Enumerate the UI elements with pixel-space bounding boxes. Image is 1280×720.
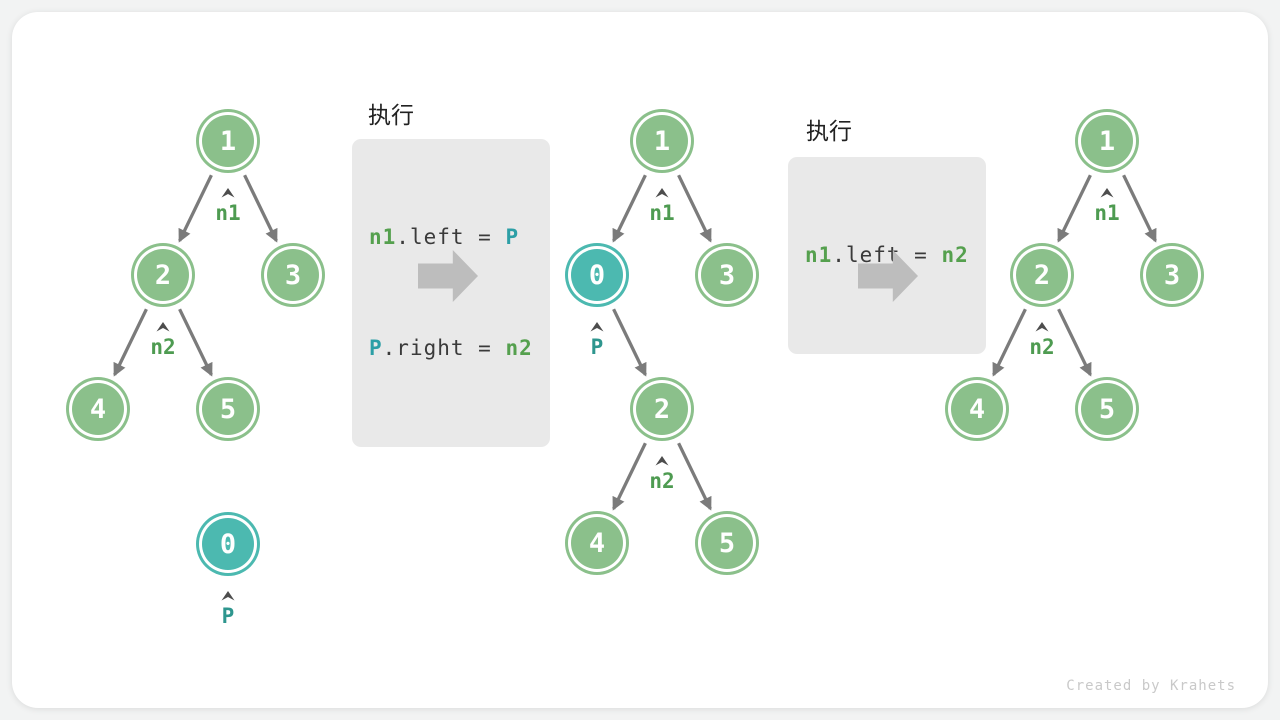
tree2-pointer-p: P: [590, 335, 604, 359]
tree1-node-1: 1: [202, 115, 254, 167]
tree1-node-0: 0: [202, 518, 254, 570]
caret-up-icon: [1100, 183, 1114, 198]
tree3-node-1: 1: [1081, 115, 1133, 167]
code-token-plain: .left =: [832, 243, 942, 267]
caret-up-icon: [655, 451, 669, 466]
code-token-plain: .right =: [382, 336, 506, 360]
tree3-pointer-n2: n2: [1029, 335, 1055, 359]
caret-up-icon: [1035, 317, 1049, 332]
execute-heading-2: 执行: [806, 119, 852, 145]
tree2-pointer-n1: n1: [649, 201, 675, 225]
code-token-n2: n2: [941, 243, 969, 267]
code-line-1: n1.left = P: [369, 219, 533, 256]
tree1-pointer-n2: n2: [150, 335, 176, 359]
caret-up-icon: [221, 183, 235, 198]
code-token-p: P: [505, 225, 520, 249]
execute-heading-1: 执行: [368, 103, 414, 129]
tree1-pointer-p: P: [221, 604, 235, 628]
code-token-n1: n1: [805, 243, 833, 267]
tree1-node-5: 5: [202, 383, 254, 435]
code-token-n1: n1: [369, 225, 397, 249]
tree2-node-5: 5: [701, 517, 753, 569]
tree1-pointer-n1: n1: [215, 201, 241, 225]
code-line-1: n1.left = n2: [805, 237, 969, 274]
tree1-node-2: 2: [137, 249, 189, 301]
tree2-node-0: 0: [571, 249, 623, 301]
watermark-credit: Created by Krahets: [1066, 678, 1236, 694]
tree2-node-1: 1: [636, 115, 688, 167]
caret-up-icon: [655, 183, 669, 198]
tree2-pointer-n2: n2: [649, 469, 675, 493]
tree3-node-5: 5: [1081, 383, 1133, 435]
code-token-plain: .left =: [396, 225, 506, 249]
caret-up-icon: [156, 317, 170, 332]
tree3-node-3: 3: [1146, 249, 1198, 301]
tree2-node-3: 3: [701, 249, 753, 301]
code-block-1: n1.left = P P.right = n2: [352, 139, 550, 447]
tree1-node-3: 3: [267, 249, 319, 301]
tree3-pointer-n1: n1: [1094, 201, 1120, 225]
tree2-node-4: 4: [571, 517, 623, 569]
tree1-node-4: 4: [72, 383, 124, 435]
code-token-n2: n2: [505, 336, 533, 360]
tree2-node-2: 2: [636, 383, 688, 435]
code-block-2: n1.left = n2: [788, 157, 986, 354]
tree3-node-4: 4: [951, 383, 1003, 435]
code-token-p: P: [369, 336, 383, 360]
code-line-2: P.right = n2: [369, 330, 533, 367]
tree3-node-2: 2: [1016, 249, 1068, 301]
caret-up-icon: [221, 586, 235, 601]
caret-up-icon: [590, 317, 604, 332]
